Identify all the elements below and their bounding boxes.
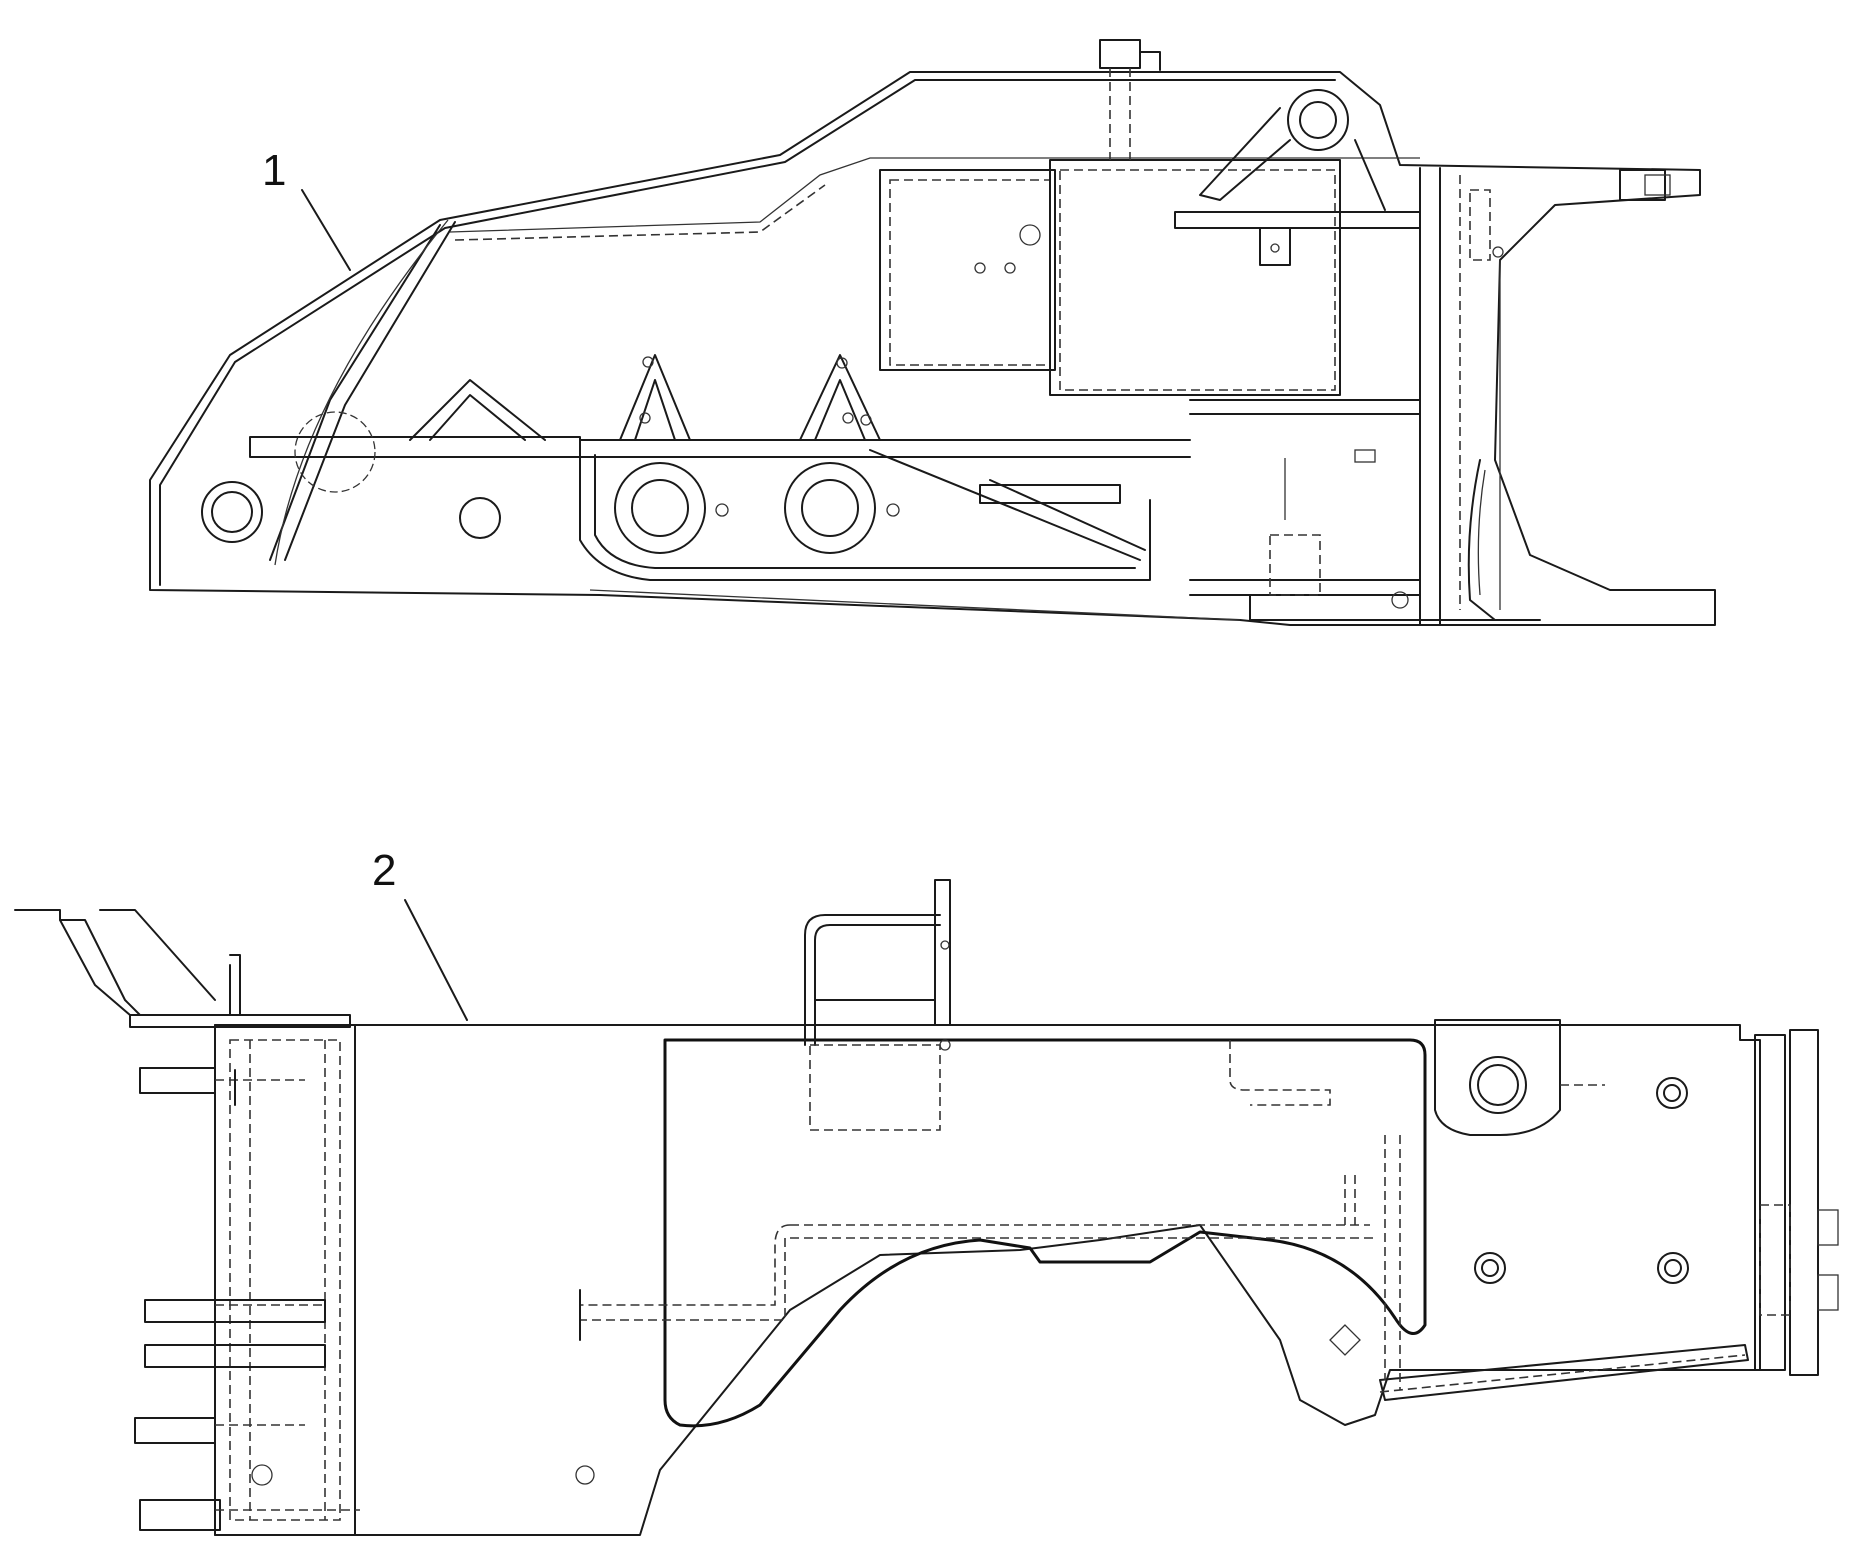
leader-line-2 bbox=[404, 899, 468, 1021]
callout-label-2: 2 bbox=[372, 846, 396, 895]
callout-2: 2 bbox=[372, 846, 468, 1021]
frame-part-2 bbox=[14, 879, 1839, 1536]
frame-part-1 bbox=[149, 39, 1716, 626]
callout-label-1: 1 bbox=[262, 146, 286, 195]
leader-line-1 bbox=[301, 189, 351, 271]
callout-1: 1 bbox=[262, 146, 351, 271]
